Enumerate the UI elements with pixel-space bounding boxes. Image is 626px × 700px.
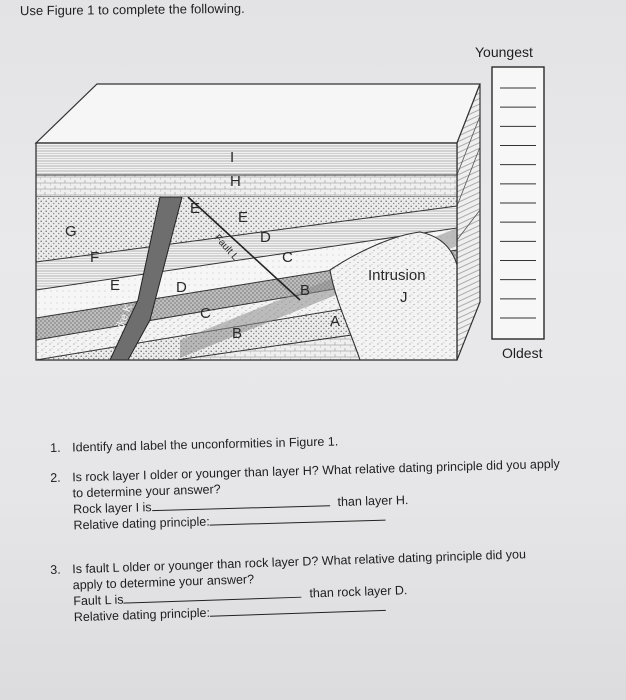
label-e-right: E	[238, 209, 248, 226]
label-a: A	[330, 313, 340, 330]
layer-f	[36, 206, 457, 290]
label-g: G	[65, 223, 77, 240]
question-3-answer-prefix: Fault L is	[73, 592, 124, 609]
layer-h	[36, 175, 457, 197]
question-1: 1. Identify and label the unconformities …	[50, 433, 338, 456]
label-j: J	[400, 289, 408, 306]
fault-l-line	[187, 196, 301, 301]
label-b-left: B	[232, 325, 242, 342]
label-f: F	[90, 249, 99, 266]
label-d-right: D	[260, 229, 271, 246]
instruction-text: Use Figure 1 to complete the following.	[19, 0, 245, 19]
dike-k	[109, 196, 183, 360]
question-2-number: 2.	[50, 470, 61, 485]
figure-1-block-diagram: I H G F E E E D D C C B B A Intrusion J …	[34, 66, 545, 361]
question-3-answer-suffix: than rock layer D.	[309, 583, 408, 601]
layer-g	[36, 197, 457, 262]
label-b-right: B	[300, 282, 310, 299]
block-top-face	[34, 83, 481, 144]
question-2-principle-label: Relative dating principle:	[73, 514, 210, 533]
question-1-text: Identify and label the unconformities in…	[72, 434, 339, 455]
label-i: I	[230, 149, 234, 166]
label-intrusion: Intrusion	[368, 267, 426, 284]
question-1-number: 1.	[50, 440, 61, 455]
label-c-right: C	[282, 249, 293, 266]
intrusion-j	[329, 231, 457, 360]
question-2-answer-suffix: than layer H.	[337, 493, 409, 509]
sequence-scale-lines	[500, 87, 536, 319]
oldest-label: Oldest	[502, 345, 543, 361]
label-f-right: E	[190, 200, 200, 217]
label-h: H	[230, 173, 241, 190]
label-c-left: C	[200, 305, 211, 322]
question-3-principle-label: Relative dating principle:	[73, 605, 211, 625]
question-2: 2.Is rock layer I older or younger than …	[50, 456, 561, 534]
block-front-face	[36, 143, 457, 360]
label-d-left: D	[176, 279, 187, 296]
layer-i	[36, 143, 457, 175]
label-e-left: E	[110, 277, 120, 294]
youngest-label: Youngest	[475, 44, 533, 60]
question-3-number: 3.	[50, 562, 61, 577]
question-3: 3.Is fault L older or younger than rock …	[50, 546, 528, 626]
question-2-answer-prefix: Rock layer I is	[72, 500, 152, 517]
